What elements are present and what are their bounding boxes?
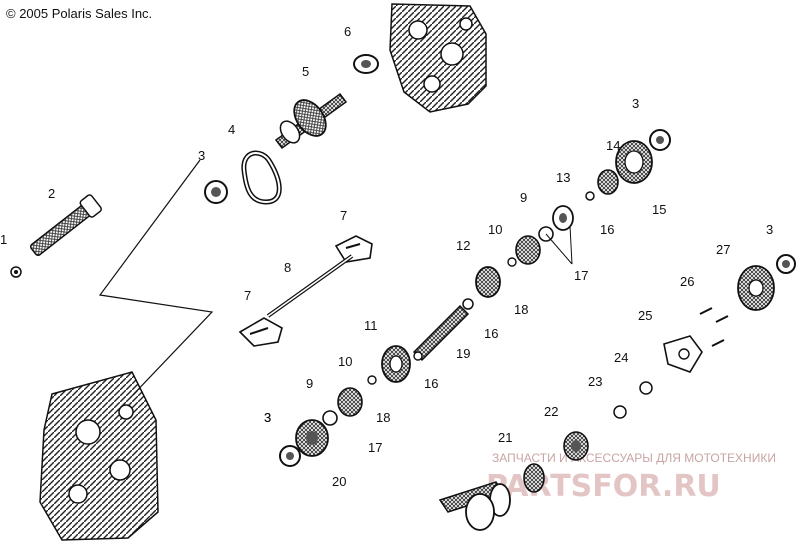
washer-10b xyxy=(367,375,377,385)
watermark-line: ЗАПЧАСТИ И АКСЕССУАРЫ ДЛЯ МОТОТЕХНИКИ xyxy=(492,451,776,465)
gear-11 xyxy=(381,345,411,383)
shift-rail-8 xyxy=(266,254,354,318)
callout-label: 16 xyxy=(424,376,438,391)
callout-label: 7 xyxy=(244,288,251,303)
callout-label: 26 xyxy=(680,274,694,289)
clip-9b xyxy=(322,410,338,426)
output-shaft xyxy=(438,481,511,531)
callout-label: 3 xyxy=(264,410,271,425)
callout-label: 24 xyxy=(614,350,628,365)
bearing-3a xyxy=(204,180,228,204)
case-half-top xyxy=(389,3,487,113)
callout-label: 1 xyxy=(0,232,7,247)
callout-label: 23 xyxy=(588,374,602,389)
callout-label: 9 xyxy=(306,376,313,391)
shift-fork-7b xyxy=(238,317,283,347)
callout-label: 17 xyxy=(574,268,588,283)
bracket-25 xyxy=(663,335,703,373)
callout-label: 16 xyxy=(600,222,614,237)
callout-label: 21 xyxy=(498,430,512,445)
cap-1 xyxy=(10,266,22,278)
callout-label: 3 xyxy=(766,222,773,237)
callout-label: 5 xyxy=(302,64,309,79)
gear-15 xyxy=(615,140,653,184)
callout-label: 16 xyxy=(484,326,498,341)
gear-17b xyxy=(337,387,363,417)
drive-shaft-5 xyxy=(274,92,348,150)
callout-label: 15 xyxy=(652,202,666,217)
copyright-text: © 2005 Polaris Sales Inc. xyxy=(6,6,153,21)
callout-label: 17 xyxy=(368,440,382,455)
chain-4 xyxy=(241,150,282,205)
bearing-3c xyxy=(279,445,301,467)
bearing-6 xyxy=(353,54,379,74)
callout-label: 27 xyxy=(716,242,730,257)
washer-24 xyxy=(639,381,653,395)
callout-label: 3 xyxy=(632,96,639,111)
callout-label: 18 xyxy=(514,302,528,317)
clip-9a xyxy=(538,226,554,242)
callout-label: 25 xyxy=(638,308,652,323)
callout-label: 14 xyxy=(606,138,620,153)
bearing-3d xyxy=(776,254,796,274)
callout-label: 22 xyxy=(544,404,558,419)
callout-label: 9 xyxy=(520,190,527,205)
callout-label: 3 xyxy=(264,410,271,425)
callout-label: 20 xyxy=(332,474,346,489)
assembly-line xyxy=(98,159,214,399)
gear-12 xyxy=(475,266,501,298)
callout-label: 19 xyxy=(456,346,470,361)
bushing-17a xyxy=(552,205,574,231)
washer-10a xyxy=(507,257,517,267)
callout-label: 6 xyxy=(344,24,351,39)
gear-22 xyxy=(563,431,589,461)
callout-layer: 1 2 3 4 5 6 3 7 8 7 3 14 13 9 10 12 15 1… xyxy=(0,24,773,489)
main-shaft-19 xyxy=(412,304,470,362)
sprocket-21 xyxy=(523,463,545,493)
shaft-2 xyxy=(29,194,102,256)
gear-17 xyxy=(515,235,541,265)
gear-20 xyxy=(295,419,329,457)
gear-27 xyxy=(737,265,775,311)
callout-label: 8 xyxy=(284,260,291,275)
case-half-bottom xyxy=(39,371,159,541)
callout-label: 18 xyxy=(376,410,390,425)
callout-label: 13 xyxy=(556,170,570,185)
callout-label: 4 xyxy=(228,122,235,137)
callout-label: 10 xyxy=(488,222,502,237)
watermark-logo: PARTSFOR.RU xyxy=(486,469,721,504)
clip-23 xyxy=(613,405,627,419)
callout-label: 3 xyxy=(198,148,205,163)
callout-label: 7 xyxy=(340,208,347,223)
callout-label: 10 xyxy=(338,354,352,369)
washer-13 xyxy=(585,191,595,201)
gear-14 xyxy=(597,169,619,195)
callout-label: 11 xyxy=(364,318,378,333)
callout-label: 2 xyxy=(48,186,55,201)
callout-label: 12 xyxy=(456,238,470,253)
bushing-16a xyxy=(462,298,474,310)
bolts-26 xyxy=(699,307,729,347)
shift-fork-7a xyxy=(334,235,373,263)
bearing-3b xyxy=(649,129,671,151)
callout-leader-17 xyxy=(545,225,573,265)
